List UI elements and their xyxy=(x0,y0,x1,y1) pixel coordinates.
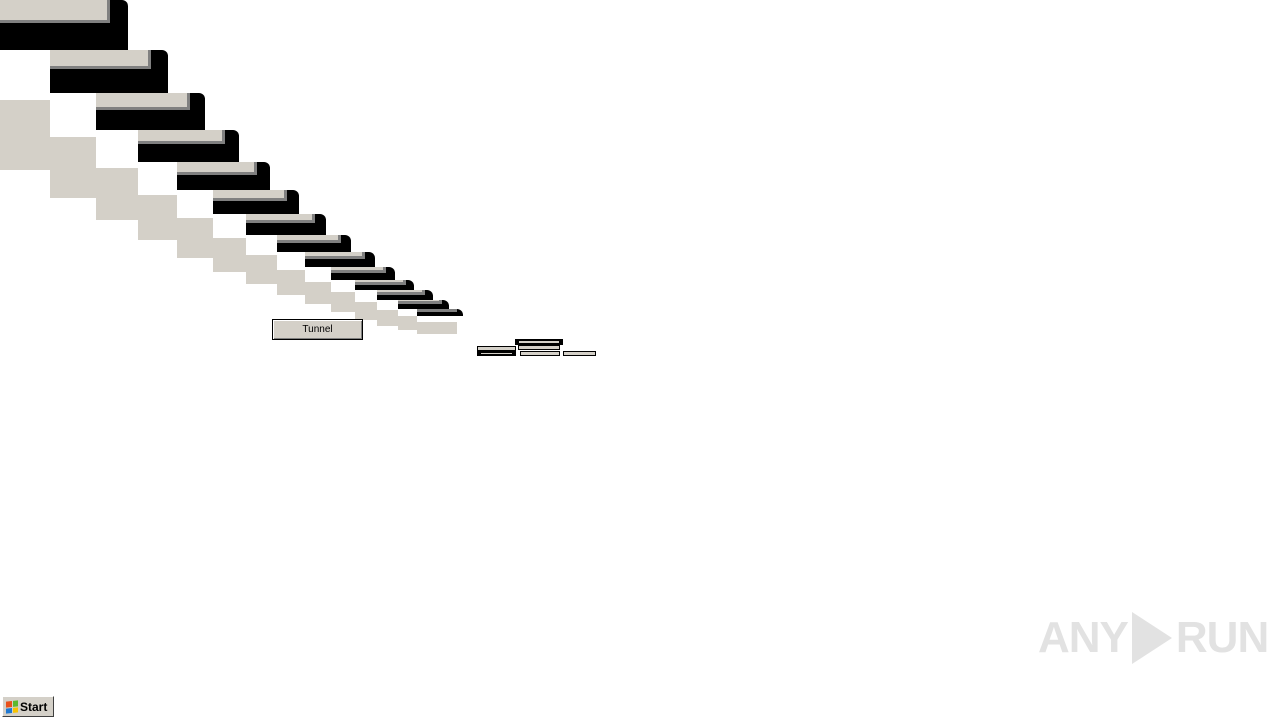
tunnel-step-face xyxy=(0,0,110,23)
tunnel-block xyxy=(355,302,377,320)
tunnel-button[interactable]: Tunnel xyxy=(272,319,363,340)
tunnel-step-face xyxy=(377,290,425,295)
tunnel-step-face xyxy=(138,130,225,144)
tunnel-step xyxy=(377,290,433,300)
tunnel-step-face xyxy=(331,267,386,273)
mini-button[interactable] xyxy=(477,351,516,356)
tunnel-step xyxy=(417,309,463,316)
tunnel-step-face xyxy=(177,162,257,175)
tunnel-step xyxy=(305,252,375,267)
windows-flag-icon xyxy=(6,699,18,714)
start-button[interactable]: Start xyxy=(2,696,54,717)
tunnel-step-face xyxy=(246,214,315,223)
tunnel-step xyxy=(277,235,351,252)
tunnel-step xyxy=(0,0,128,50)
tunnel-block xyxy=(138,195,177,240)
tunnel-step-face xyxy=(398,300,442,304)
tunnel-step xyxy=(50,50,168,93)
tunnel-step xyxy=(96,93,205,130)
tunnel-step xyxy=(213,190,299,214)
tunnel-block xyxy=(213,238,246,272)
tunnel-step xyxy=(355,280,414,290)
tunnel-block xyxy=(277,270,305,295)
watermark: ANY RUN xyxy=(1038,612,1269,664)
tunnel-block xyxy=(50,137,96,198)
tunnel-block xyxy=(331,292,355,312)
tunnel-step xyxy=(177,162,270,190)
tunnel-step-face xyxy=(50,50,151,69)
mini-button[interactable] xyxy=(477,346,516,351)
tunnel-block xyxy=(305,282,331,304)
play-icon xyxy=(1131,612,1172,664)
tunnel-button-label: Tunnel xyxy=(302,324,333,335)
mini-button[interactable] xyxy=(515,339,563,345)
tunnel-step-face xyxy=(213,190,287,201)
tunnel-step xyxy=(398,300,449,309)
tunnel-block xyxy=(398,316,417,330)
tunnel-step-face xyxy=(417,309,457,312)
mini-button[interactable] xyxy=(563,351,596,356)
mini-button[interactable] xyxy=(518,345,560,350)
watermark-right: RUN xyxy=(1175,613,1269,662)
tunnel-step xyxy=(331,267,395,280)
tunnel-block xyxy=(417,322,457,334)
tunnel-block xyxy=(96,168,138,220)
tunnel-block xyxy=(177,218,213,258)
mini-button[interactable] xyxy=(520,351,560,356)
tunnel-block xyxy=(246,255,277,284)
tunnel-step-face xyxy=(305,252,365,259)
tunnel-step-face xyxy=(355,280,406,285)
tunnel-block xyxy=(0,100,50,170)
tunnel-step-face xyxy=(277,235,341,243)
tunnel-step xyxy=(246,214,326,235)
tunnel-step-face xyxy=(96,93,190,110)
start-label: Start xyxy=(20,699,48,714)
tunnel-block xyxy=(377,310,398,326)
watermark-left: ANY xyxy=(1038,613,1129,662)
tunnel-step xyxy=(138,130,239,162)
